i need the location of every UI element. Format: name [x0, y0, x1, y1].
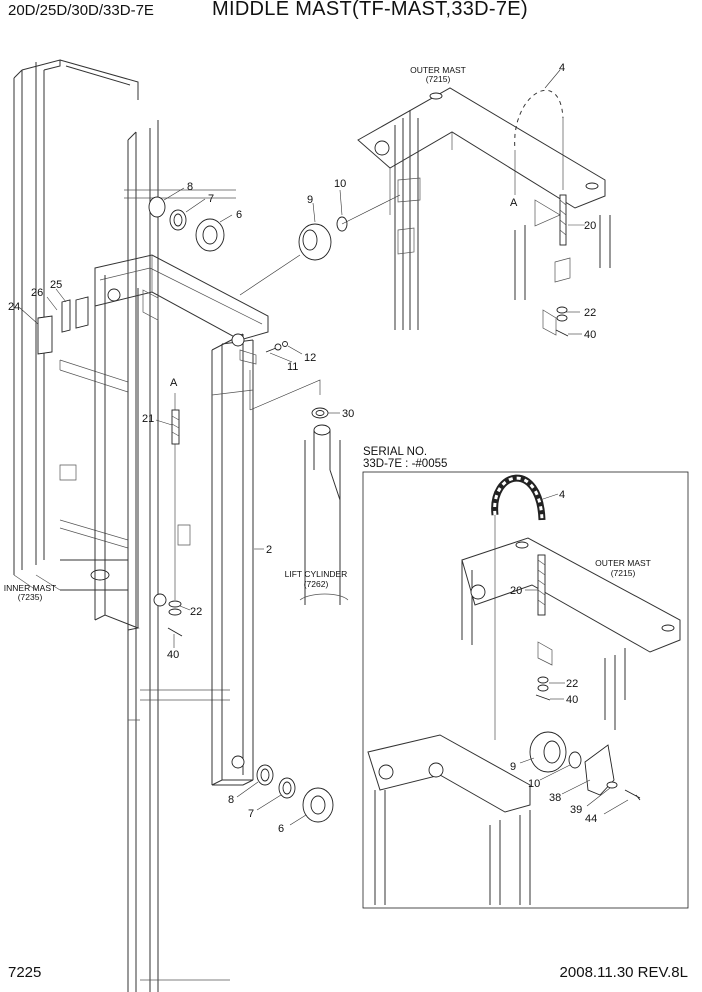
roller-parts-top: [148, 194, 401, 296]
callout-25: 25: [50, 279, 62, 291]
roller-parts-bottom: [256, 764, 334, 823]
middle-mast-inset-drawing: [367, 731, 641, 905]
callout-leaders: [19, 69, 629, 826]
callout-22-left: 22: [190, 606, 202, 618]
callout-8-top: 8: [187, 181, 193, 193]
outer-mast-top-label-1: OUTER MAST: [410, 65, 466, 75]
callout-4-top: 4: [559, 62, 565, 74]
bracket-parts: [37, 296, 89, 355]
callout-11: 11: [287, 361, 298, 373]
callout-21: 21: [142, 413, 154, 425]
callout-7-bottom: 7: [248, 808, 254, 820]
inner-mast-label-1: INNER MAST: [4, 583, 56, 593]
lift-cylinder-label-1: LIFT CYLINDER: [285, 569, 348, 579]
callout-4-inset: 4: [559, 489, 565, 501]
callout-30: 30: [342, 408, 354, 420]
serial-inset-box: [362, 471, 689, 909]
page-title: MIDDLE MAST(TF-MAST,33D-7E): [212, 0, 528, 20]
callout-10-inset: 10: [528, 778, 540, 790]
callout-6-bottom: 6: [278, 823, 284, 835]
middle-mast-drawing: [94, 254, 269, 786]
callout-44: 44: [585, 813, 597, 825]
serial-title: SERIAL NO.: [363, 446, 427, 458]
callout-2: 2: [266, 544, 272, 556]
serial-range: 33D-7E : -#0055: [363, 458, 447, 470]
outer-mast-top-drawing: [357, 87, 611, 330]
callout-20-top: 20: [584, 220, 596, 232]
outer-mast-inset-label-1: OUTER MAST: [595, 558, 651, 568]
outer-mast-top-label-2: (7215): [426, 74, 451, 84]
small-fasteners: [249, 341, 329, 419]
callout-40-top: 40: [584, 329, 596, 341]
callout-A-left: A: [170, 377, 178, 389]
model-code: 20D/25D/30D/33D-7E: [8, 2, 154, 19]
callout-40-inset: 40: [566, 694, 578, 706]
callout-7-top: 7: [208, 193, 214, 205]
callout-6-top: 6: [236, 209, 242, 221]
lift-cylinder-label-2: (7262): [304, 579, 329, 589]
callout-24: 24: [8, 301, 20, 313]
inner-mast-drawing: [13, 59, 236, 992]
callout-38: 38: [549, 792, 561, 804]
callout-9-inset: 9: [510, 761, 516, 773]
callout-26: 26: [31, 287, 43, 299]
callout-39: 39: [570, 804, 582, 816]
callout-A-top: A: [510, 197, 518, 209]
revision-date: 2008.11.30 REV.8L: [559, 964, 688, 981]
callout-40-left: 40: [167, 649, 179, 661]
page-number: 7225: [8, 964, 42, 981]
callout-9-top: 9: [307, 194, 313, 206]
callout-numbers: 4 20 22 40 A A 8 7 6 9 10 25 26 24 11 12…: [8, 62, 597, 835]
chain-anchor-21: [167, 393, 183, 637]
callout-12: 12: [304, 352, 316, 364]
chain-top: [513, 88, 571, 337]
inner-mast-label-2: (7235): [18, 592, 43, 602]
callout-20-inset: 20: [510, 585, 522, 597]
callout-22-inset: 22: [566, 678, 578, 690]
callout-22-top: 22: [584, 307, 596, 319]
lift-cylinder: [299, 424, 349, 605]
callout-10-top: 10: [334, 178, 346, 190]
outer-mast-inset-drawing: [461, 474, 681, 740]
callout-8-bottom: 8: [228, 794, 234, 806]
outer-mast-inset-label-2: (7215): [611, 568, 636, 578]
